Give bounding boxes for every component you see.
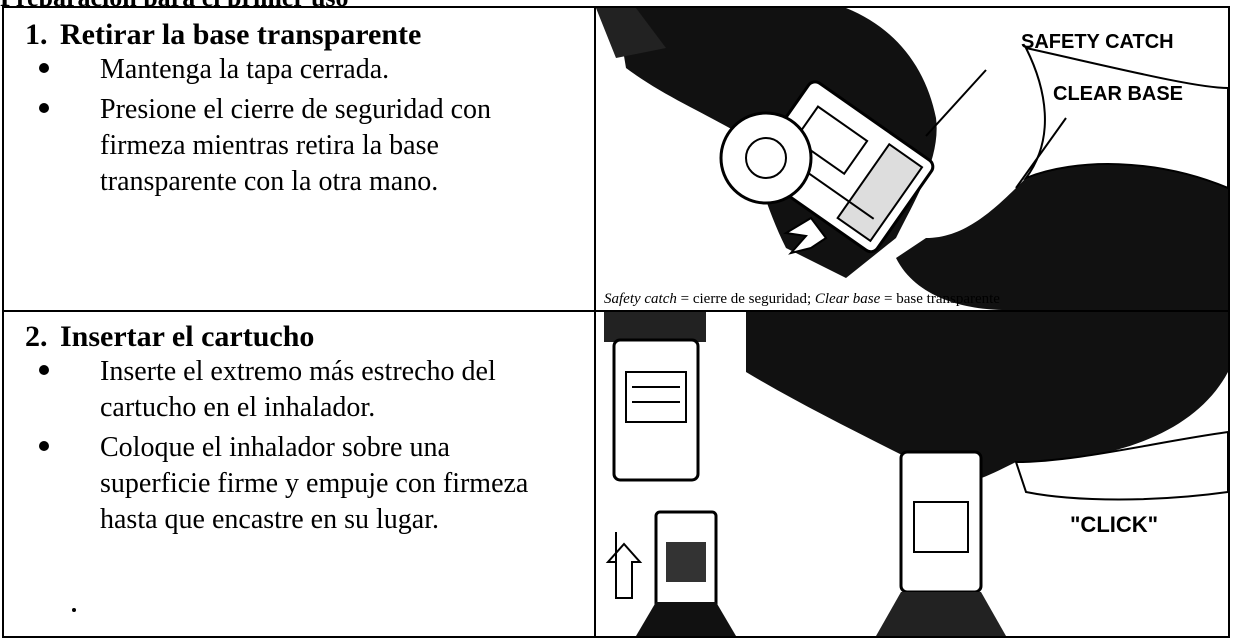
stray-mark bbox=[72, 608, 76, 612]
bullet-icon bbox=[39, 103, 49, 113]
step-1-bullet-list: Mantenga la tapa cerrada. Presione el ci… bbox=[4, 52, 594, 200]
list-item: Coloque el inhalador sobre una superfici… bbox=[4, 430, 545, 538]
row-divider bbox=[4, 310, 1228, 312]
caption-term-clear-base: Clear base bbox=[814, 291, 881, 307]
bullet-text: Coloque el inhalador sobre una superfici… bbox=[100, 432, 529, 535]
bullet-text: Presione el cierre de seguridad con firm… bbox=[100, 94, 492, 197]
step-1-text-cell: 1. Retirar la base transparente Mantenga… bbox=[4, 18, 594, 308]
section-heading: Preparación para el primer uso bbox=[0, 0, 600, 8]
figure-1-caption: Safety catch = cierre de seguridad; Clea… bbox=[604, 290, 1000, 308]
bullet-text: Inserte el extremo más estrecho del cart… bbox=[100, 356, 496, 423]
bullet-text: Mantenga la tapa cerrada. bbox=[100, 54, 390, 85]
step-1-title: 1. Retirar la base transparente bbox=[25, 18, 594, 52]
caption-def-1: = cierre de seguridad; bbox=[676, 291, 815, 307]
step-1-number: 1. bbox=[25, 18, 48, 51]
step-2-title-text: Insertar el cartucho bbox=[60, 320, 315, 353]
bullet-icon bbox=[39, 441, 49, 451]
clear-base-label: CLEAR BASE bbox=[1053, 83, 1183, 105]
step-2-figure: "CLICK" bbox=[596, 312, 1228, 636]
list-item: Inserte el extremo más estrecho del cart… bbox=[4, 354, 545, 426]
list-item: Presione el cierre de seguridad con firm… bbox=[4, 92, 545, 200]
column-divider bbox=[594, 8, 596, 636]
step-2-number: 2. bbox=[25, 320, 48, 353]
remove-clear-base-illustration: SAFETY CATCH CLEAR BASE bbox=[596, 8, 1228, 310]
caption-term-safety-catch: Safety catch bbox=[604, 291, 677, 307]
step-1-title-text: Retirar la base transparente bbox=[60, 18, 422, 51]
insert-cartridge-illustration: "CLICK" bbox=[604, 312, 1228, 636]
step-2-bullet-list: Inserte el extremo más estrecho del cart… bbox=[39, 354, 594, 538]
caption-def-2: = base transparente bbox=[880, 291, 1000, 307]
click-label: "CLICK" bbox=[1070, 512, 1158, 537]
step-2-title: 2. Insertar el cartucho bbox=[25, 320, 594, 354]
bullet-icon bbox=[39, 365, 49, 375]
safety-catch-label: SAFETY CATCH bbox=[1021, 31, 1174, 53]
step-2-text-cell: 2. Insertar el cartucho Inserte el extre… bbox=[4, 320, 594, 630]
list-item: Mantenga la tapa cerrada. bbox=[4, 52, 545, 88]
step-1-figure: SAFETY CATCH CLEAR BASE Safety catch = c… bbox=[596, 8, 1228, 310]
instruction-table: 1. Retirar la base transparente Mantenga… bbox=[2, 6, 1230, 638]
bullet-icon bbox=[39, 63, 49, 73]
